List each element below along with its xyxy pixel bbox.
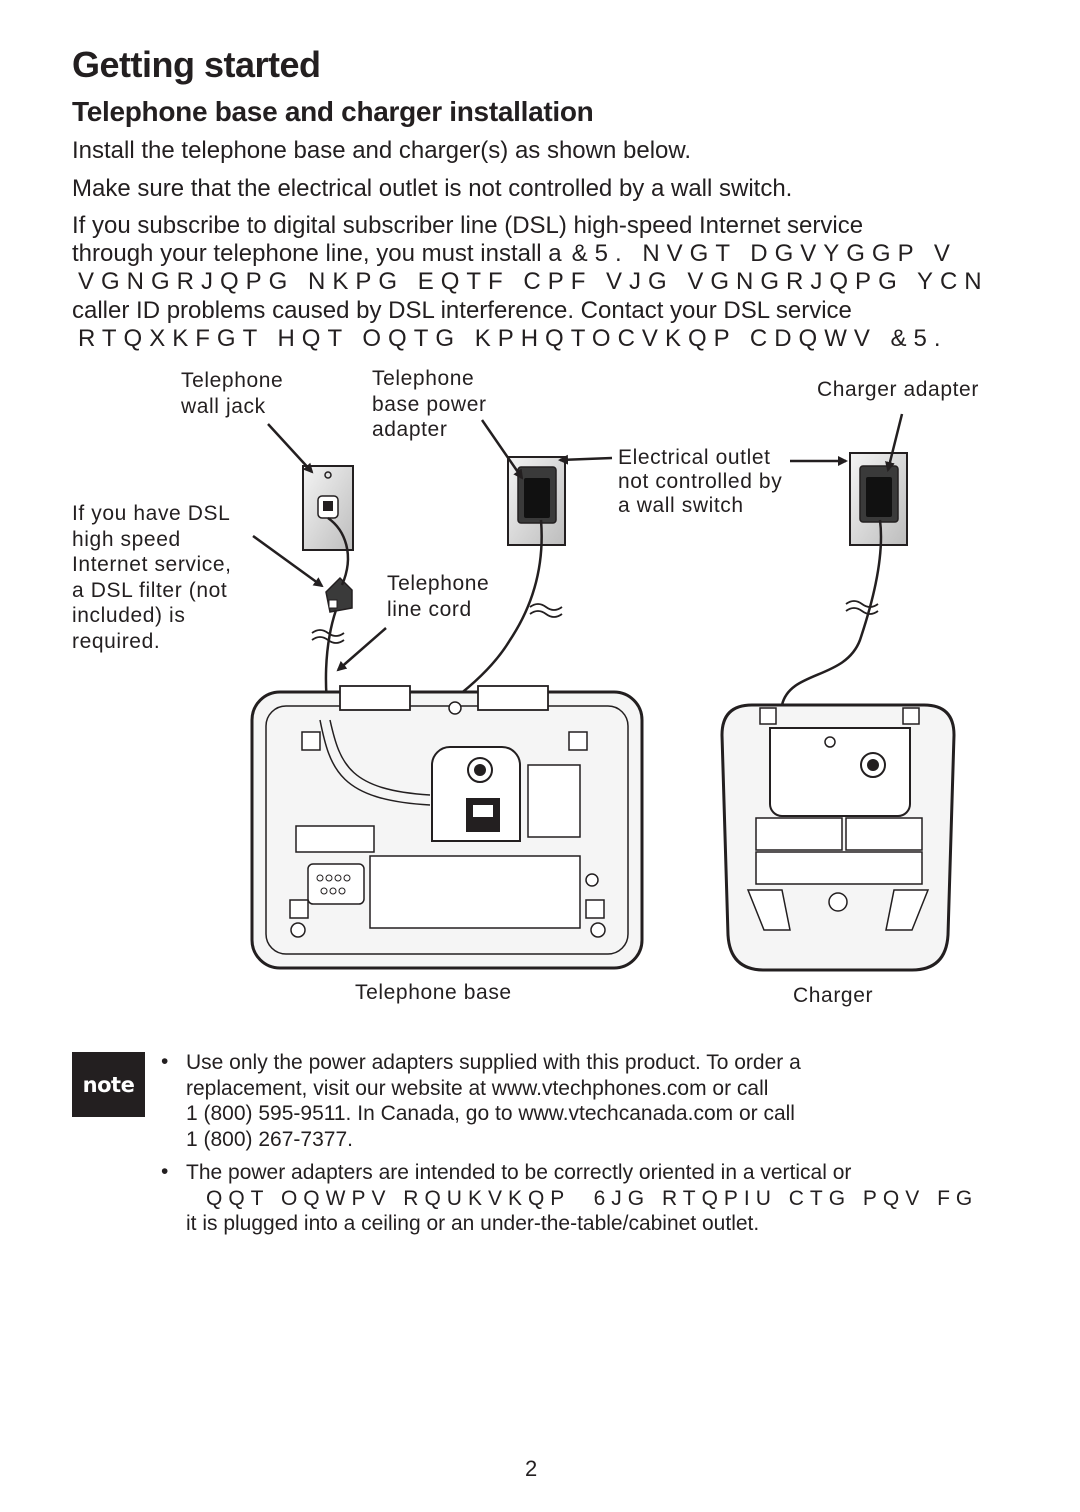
bullet-symbol: • (161, 1050, 169, 1073)
charger-illustration (720, 703, 956, 972)
callout-arrows (252, 413, 904, 672)
dsl-filter-note-label: If you have DSL high speed Internet serv… (72, 502, 232, 653)
dsl-paragraph-line-2: through your telephone line, you must in… (72, 240, 957, 269)
dsl-paragraph-line-3: VGNGRJQPG NKPG EQTF CPF VJG VGNGRJQPG YC… (78, 268, 989, 295)
note-item-1: Use only the power adapters supplied wit… (186, 1051, 801, 1151)
note-badge: note (72, 1052, 145, 1117)
telephone-base-caption: Telephone base (355, 981, 512, 1004)
note-item-2-line-3: it is plugged into a ceiling or an under… (186, 1212, 760, 1235)
charger-adapter-label: Charger adapter (817, 378, 979, 401)
page-number: 2 (525, 1456, 538, 1481)
dsl-filter-illustration (325, 576, 353, 613)
note-item-2-line-1: The power adapters are intended to be co… (186, 1161, 852, 1184)
intro-paragraph-2: Make sure that the electrical outlet is … (72, 175, 793, 202)
page-title: Getting started (72, 44, 321, 85)
section-heading: Telephone base and charger installation (72, 96, 594, 127)
electrical-outlet-label: Electrical outlet not controlled by a wa… (618, 446, 783, 517)
dsl-paragraph-line-4: caller ID problems caused by DSL interfe… (72, 297, 852, 324)
dsl-paragraph-line-1: If you subscribe to digital subscriber l… (72, 212, 864, 239)
dsl-paragraph-text: through your telephone line, you must in… (72, 240, 562, 267)
note-item-2-garbled: QQT OQWPV RQUKVKQP 6JG RTQPIU CTG PQV FG (206, 1187, 979, 1210)
dsl-paragraph-line-5: RTQXKFGT HQT OQTG KPHQTOCVKQP CDQWV &5. (78, 325, 948, 352)
base-power-adapter-label: Telephone base power adapter (372, 367, 487, 441)
garbled-text: &5. NVGT DGVYGGP V (571, 240, 957, 267)
charger-caption: Charger (793, 984, 874, 1007)
charger-outlet-illustration (849, 452, 908, 546)
line-cord-label: Telephone line cord (387, 572, 490, 621)
cord-break-marks (311, 600, 879, 644)
wall-jack-illustration (302, 465, 354, 551)
bullet-symbol: • (161, 1160, 169, 1183)
telephone-base-illustration (250, 685, 644, 970)
wall-jack-label: Telephone wall jack (181, 369, 284, 418)
intro-paragraph-1: Install the telephone base and charger(s… (72, 137, 692, 164)
